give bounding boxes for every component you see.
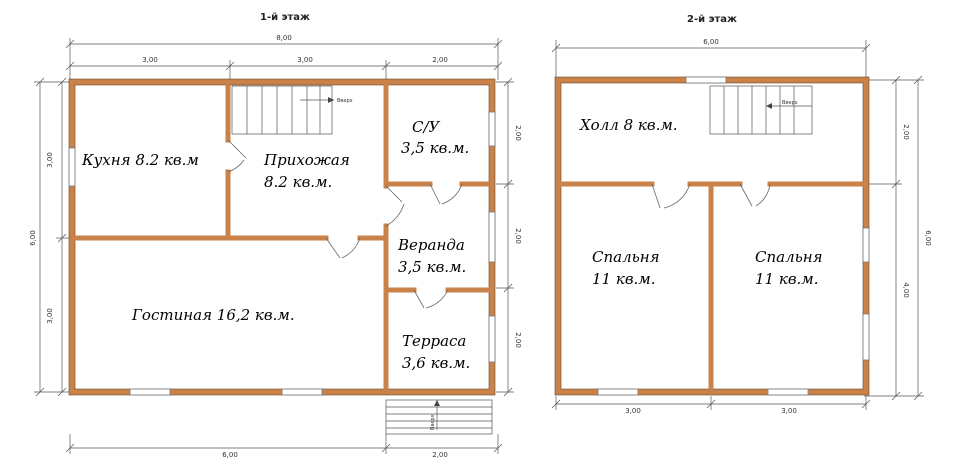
- floor2-stair-label: Вверх: [782, 100, 798, 106]
- floor1-room-hall-line1: Прихожая: [263, 151, 350, 169]
- floor1-dim-total-width: 8,00: [276, 34, 292, 42]
- floor2-top-dimensions: 6,00: [551, 38, 871, 82]
- floor1-top-dimensions: 8,00 3,00 3,00 2,00: [65, 34, 503, 80]
- floor2-staircase: Вверх: [709, 85, 813, 135]
- floor1-dim-right-a: 2,00: [514, 125, 522, 141]
- floor1-dim-top-b: 3,00: [297, 56, 313, 64]
- floor1-windows: [68, 111, 496, 396]
- floor1-dim-bottom-a: 6,00: [222, 451, 238, 459]
- floor2-doors: [651, 183, 771, 209]
- floor1-dim-left-upper: 3,00: [46, 152, 54, 168]
- floor2-title: 2-й этаж: [687, 14, 737, 25]
- floor2-room-bed1-line1: Спальня: [592, 248, 660, 266]
- floor1-interior-walls: [69, 79, 495, 395]
- floor1-staircase: Вверх: [231, 85, 353, 135]
- floor1-dim-right-b: 2,00: [514, 228, 522, 244]
- floor1-room-terrace-line2: 3,6 кв.м.: [402, 354, 470, 372]
- floor1-dim-left-total: 6,00: [29, 230, 37, 246]
- floor1-room-terrace-line1: Терраса: [402, 332, 466, 350]
- floor2-room-bed2-line1: Спальня: [755, 248, 823, 266]
- floor1-dim-bottom-b: 2,00: [432, 451, 448, 459]
- floor2-dim-bottom-b: 3,00: [781, 407, 797, 415]
- floor2-dim-total-width: 6,00: [703, 38, 719, 46]
- floor1-doors: [227, 139, 463, 309]
- floor2-dim-right-b: 4,00: [902, 282, 910, 298]
- floor1-room-veranda-line2: 3,5 кв.м.: [398, 258, 466, 276]
- floor1-stair-label: Вверх: [337, 98, 353, 104]
- floor2-dim-right-total: 6,00: [924, 230, 932, 246]
- floor2-dim-bottom-a: 3,00: [625, 407, 641, 415]
- floor2-interior-walls: [555, 181, 869, 395]
- floor2-room-hall: Холл 8 кв.м.: [579, 116, 678, 134]
- floor1-room-hall-line2: 8.2 кв.м.: [264, 173, 332, 191]
- floor1-bottom-dimensions: 6,00 2,00: [65, 434, 503, 459]
- floor1-room-living: Гостиная 16,2 кв.м.: [131, 306, 295, 324]
- floor1-porch-steps: Вверх: [385, 399, 493, 435]
- floor2-bottom-dimensions: 3,00 3,00: [551, 396, 871, 415]
- floor1-dim-top-c: 2,00: [432, 56, 448, 64]
- floor2-room-bed2-line2: 11 кв.м.: [755, 270, 819, 288]
- floor1-porch-label: Вверх: [430, 414, 436, 430]
- floor1-room-wc-line1: С/У: [412, 118, 441, 136]
- floor1-room-wc-line2: 3,5 кв.м.: [401, 139, 469, 157]
- floor1-title: 1-й этаж: [260, 12, 310, 23]
- floor1-dim-top-a: 3,00: [142, 56, 158, 64]
- floor1-right-dimensions: 2,00 2,00 2,00: [496, 77, 522, 397]
- floor1-room-kitchen: Кухня 8.2 кв.м: [81, 151, 199, 169]
- floor2-dim-right-a: 2,00: [902, 124, 910, 140]
- floor2-windows: [597, 76, 870, 396]
- floor2-right-dimensions: 2,00 4,00 6,00: [864, 75, 932, 401]
- floor1-left-dimensions: 6,00 3,00 3,00: [29, 77, 72, 397]
- floor1-room-veranda-line1: Веранда: [397, 236, 465, 254]
- floor2-room-bed1-line2: 11 кв.м.: [592, 270, 656, 288]
- floor1-dim-right-c: 2,00: [514, 332, 522, 348]
- floor1-dim-left-lower: 3,00: [46, 308, 54, 324]
